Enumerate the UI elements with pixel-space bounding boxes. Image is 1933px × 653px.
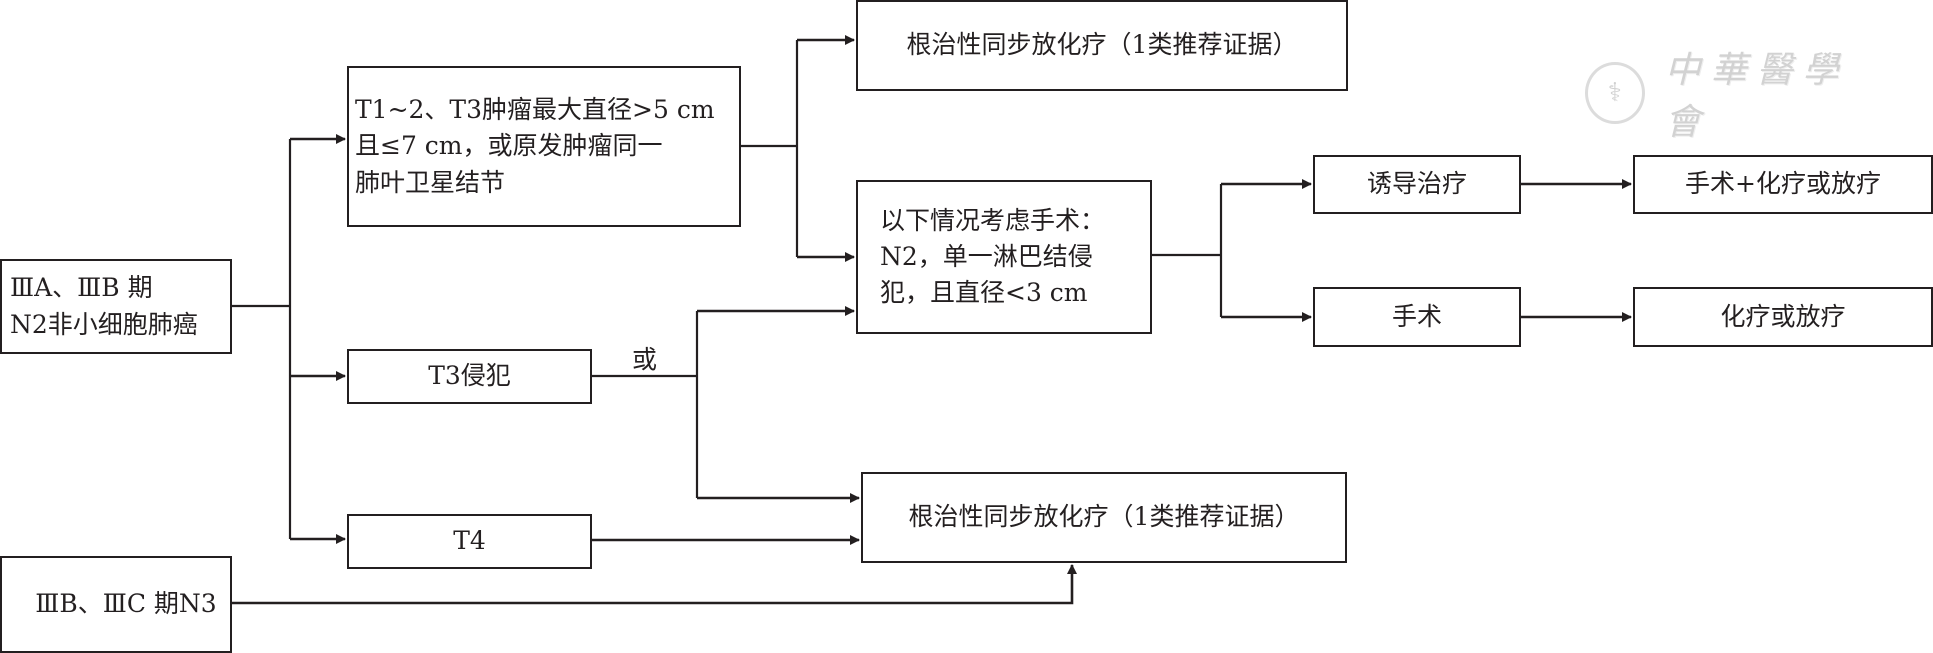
node-surgery-consider: 以下情况考虑手术： N2，单一淋巴结侵 犯，且直径<3 cm: [856, 180, 1152, 334]
node-crt-top-label: 根治性同步放化疗（1类推荐证据）: [906, 30, 1298, 60]
watermark: ⚕ 中華醫學會: [1585, 50, 1885, 143]
node-stage-n3: ⅢB、ⅢC 期N3: [0, 556, 232, 653]
node-t1-t3: T1~2、T3肿瘤最大直径>5 cm 且≤7 cm，或原发肿瘤同一 肺叶卫星结节: [347, 66, 741, 227]
node-chemo-or-rt: 化疗或放疗: [1633, 287, 1933, 347]
node-t1-t3-label: T1~2、T3肿瘤最大直径>5 cm 且≤7 cm，或原发肿瘤同一 肺叶卫星结节: [355, 95, 715, 197]
node-t4-label: T4: [453, 526, 486, 556]
node-stage-n2: ⅢA、ⅢB 期 N2非小细胞肺癌: [0, 259, 232, 354]
edge-n3-horizontal: [232, 564, 1077, 605]
watermark-text: 中華醫學會: [1664, 50, 1849, 143]
node-crt-bottom: 根治性同步放化疗（1类推荐证据）: [861, 472, 1347, 563]
node-stage-n3-label: ⅢB、ⅢC 期N3: [35, 589, 217, 619]
node-surgery-chemo-rt: 手术+化疗或放疗: [1633, 155, 1933, 214]
node-surgery-chemo-rt-label: 手术+化疗或放疗: [1685, 169, 1881, 199]
node-surgery-label: 手术: [1391, 301, 1442, 331]
node-surgery-consider-label: 以下情况考虑手术： N2，单一淋巴结侵 犯，且直径<3 cm: [880, 205, 1106, 308]
node-crt-top: 根治性同步放化疗（1类推荐证据）: [856, 0, 1348, 91]
node-t3-invasion-label: T3侵犯: [428, 361, 511, 391]
seal-icon: ⚕: [1585, 62, 1645, 124]
node-crt-bottom-label: 根治性同步放化疗（1类推荐证据）: [908, 502, 1300, 532]
node-chemo-or-rt-label: 化疗或放疗: [1720, 301, 1846, 331]
node-stage-n2-label: ⅢA、ⅢB 期 N2非小细胞肺癌: [10, 273, 198, 339]
node-induction-label: 诱导治疗: [1366, 169, 1467, 199]
node-induction: 诱导治疗: [1313, 155, 1521, 214]
edge-label-or: 或: [632, 345, 658, 374]
node-t3-invasion: T3侵犯: [347, 349, 592, 404]
node-surgery: 手术: [1313, 287, 1521, 347]
node-t4: T4: [347, 514, 592, 569]
